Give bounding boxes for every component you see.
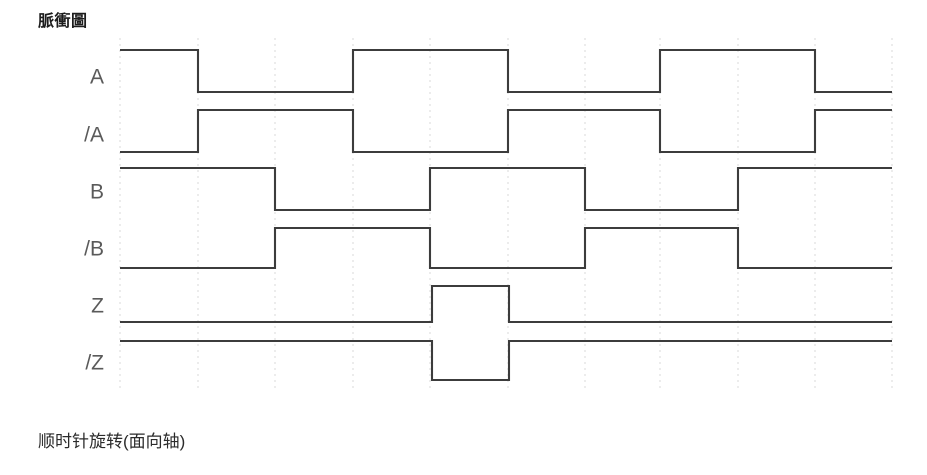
waveform-B (120, 166, 892, 212)
diagram-caption: 顺时针旋转(面向轴) (38, 432, 186, 451)
signal-label-A: A (90, 66, 104, 89)
signal-label-nZ: /Z (85, 352, 104, 375)
waveform-nB (120, 226, 892, 270)
signal-label-nB: /B (84, 238, 104, 261)
signal-label-B: B (90, 181, 104, 204)
waveform-nA (120, 108, 892, 154)
waveform-nZ (120, 339, 892, 382)
signal-waveforms-group (120, 48, 892, 382)
signal-label-nA: /A (84, 124, 104, 147)
waveform-A (120, 48, 892, 94)
signal-labels-group: A/A B/B Z/Z (84, 66, 104, 375)
waveform-Z (120, 284, 892, 324)
page-title: 脈衝圖 (38, 13, 88, 30)
signal-label-Z: Z (91, 295, 104, 318)
grid-lines-group (119, 38, 893, 392)
